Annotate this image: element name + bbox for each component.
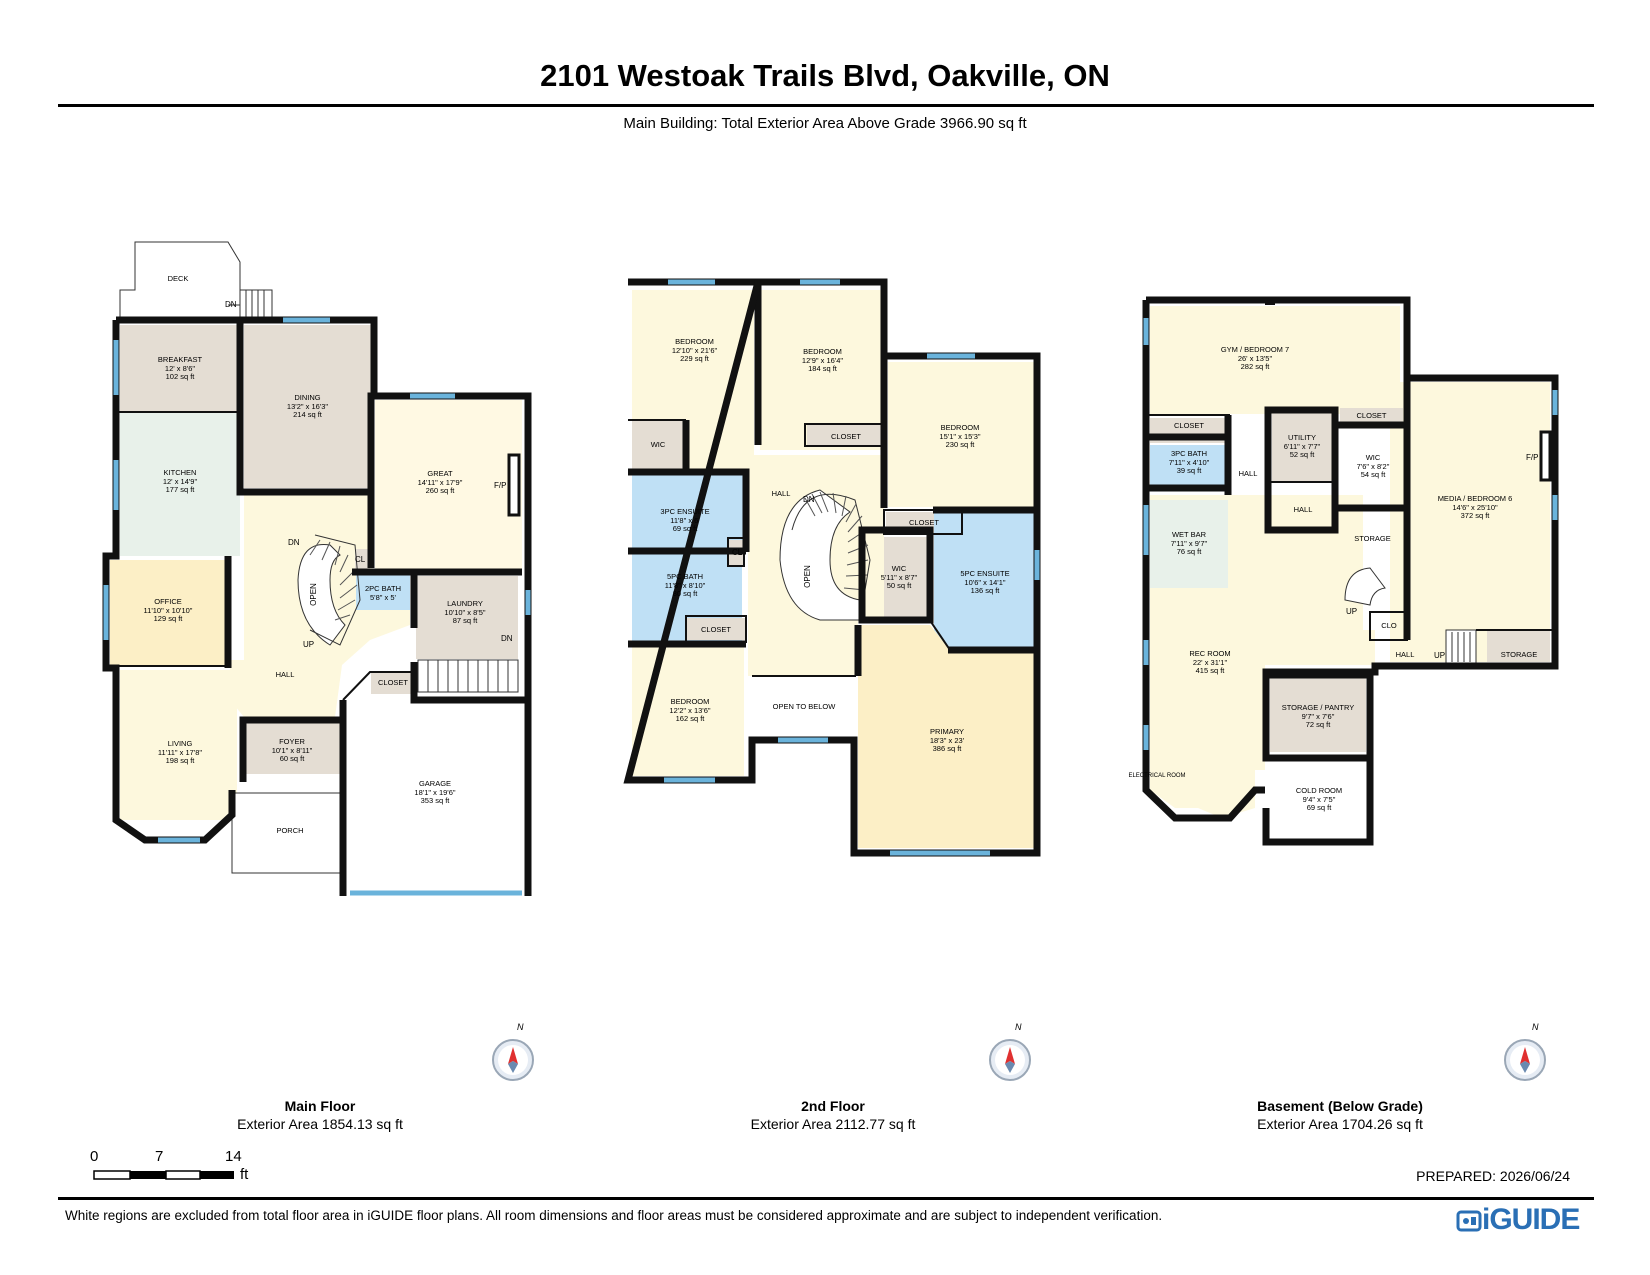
- scale-unit: ft: [240, 1166, 249, 1183]
- room-deck: DECK: [167, 274, 189, 283]
- prepared-date: PREPARED: 2026/06/24: [1416, 1168, 1570, 1184]
- label-cl-2: CL: [732, 548, 743, 557]
- north-compass-icon: [1504, 1039, 1546, 1081]
- label-cl: CL: [355, 555, 366, 564]
- room-closet: CLOSET: [377, 678, 408, 687]
- room-closet-b2: CLOSET: [1356, 411, 1387, 420]
- room-hall-b3: HALL: [1395, 650, 1415, 659]
- second-floor-plan: [623, 278, 1041, 857]
- main-floor-name: Main Floor: [284, 1098, 356, 1114]
- room-closet-1: CLOSET: [830, 432, 861, 441]
- label-up-b2: UP: [1434, 651, 1446, 660]
- disclaimer: White regions are excluded from total fl…: [65, 1208, 1163, 1223]
- room-porch: PORCH: [276, 826, 304, 835]
- room-clo: CLO: [1381, 621, 1397, 630]
- room-closet-2: CLOSET: [908, 518, 939, 527]
- label-dn-2: DN: [803, 495, 815, 504]
- scale-tick-14: 14: [225, 1148, 242, 1165]
- label-open: OPEN: [308, 583, 318, 606]
- room-closet-b1: CLOSET: [1173, 421, 1204, 430]
- room-open-to-below: OPEN TO BELOW: [772, 702, 836, 711]
- label-up-stair: UP: [303, 640, 315, 649]
- compass-n-label: N: [1532, 1022, 1539, 1032]
- label-fp-b: F/P: [1526, 453, 1539, 462]
- room-hall-b1: HALL: [1238, 469, 1258, 478]
- report-title: 2101 Westoak Trails Blvd, Oakville, ON: [540, 58, 1110, 93]
- label-dn-stair: DN: [288, 538, 300, 547]
- label-dn-laundry: DN: [501, 634, 513, 643]
- second-floor-name: 2nd Floor: [801, 1098, 865, 1114]
- room-hall-b2: HALL: [1293, 505, 1313, 514]
- label-up-b1: UP: [1346, 607, 1358, 616]
- room-closet-3: CLOSET: [700, 625, 731, 634]
- main-floor-plan: [102, 241, 532, 896]
- scale-bar: [93, 1170, 234, 1180]
- basement-caption: Basement (Below Grade) Exterior Area 170…: [1210, 1097, 1470, 1133]
- iguide-logo-icon: [1456, 1210, 1482, 1232]
- scale-tick-7: 7: [155, 1148, 164, 1165]
- room-storage-b2: STORAGE: [1500, 650, 1538, 659]
- scale-tick-0: 0: [90, 1148, 99, 1165]
- second-floor-area: Exterior Area 2112.77 sq ft: [750, 1116, 916, 1132]
- main-floor-area: Exterior Area 1854.13 sq ft: [237, 1116, 403, 1132]
- basement-area: Exterior Area 1704.26 sq ft: [1257, 1116, 1423, 1132]
- label-open-2: OPEN: [802, 565, 812, 588]
- north-compass-icon: [492, 1039, 534, 1081]
- room-electrical: ELECTRICAL ROOM: [1128, 773, 1186, 779]
- second-floor-caption: 2nd Floor Exterior Area 2112.77 sq ft: [713, 1097, 953, 1133]
- label-fp: F/P: [494, 481, 507, 490]
- compass-n-label: N: [517, 1022, 524, 1032]
- room-hall-2: HALL: [771, 489, 791, 498]
- room-wic-1: WIC: [650, 440, 666, 449]
- north-compass-icon: [989, 1039, 1031, 1081]
- report-subtitle: Main Building: Total Exterior Area Above…: [623, 115, 1027, 132]
- basement-name: Basement (Below Grade): [1257, 1098, 1423, 1114]
- room-storage-b1: STORAGE: [1354, 534, 1391, 543]
- room-hall: HALL: [275, 670, 295, 679]
- compass-n-label: N: [1015, 1022, 1022, 1032]
- basement-floor-plan: [1142, 296, 1559, 846]
- title-rule: [58, 104, 1594, 107]
- label-dn-deck: DN: [225, 300, 237, 309]
- iguide-logo: iGUIDE: [1482, 1203, 1580, 1236]
- main-floor-caption: Main Floor Exterior Area 1854.13 sq ft: [200, 1097, 440, 1133]
